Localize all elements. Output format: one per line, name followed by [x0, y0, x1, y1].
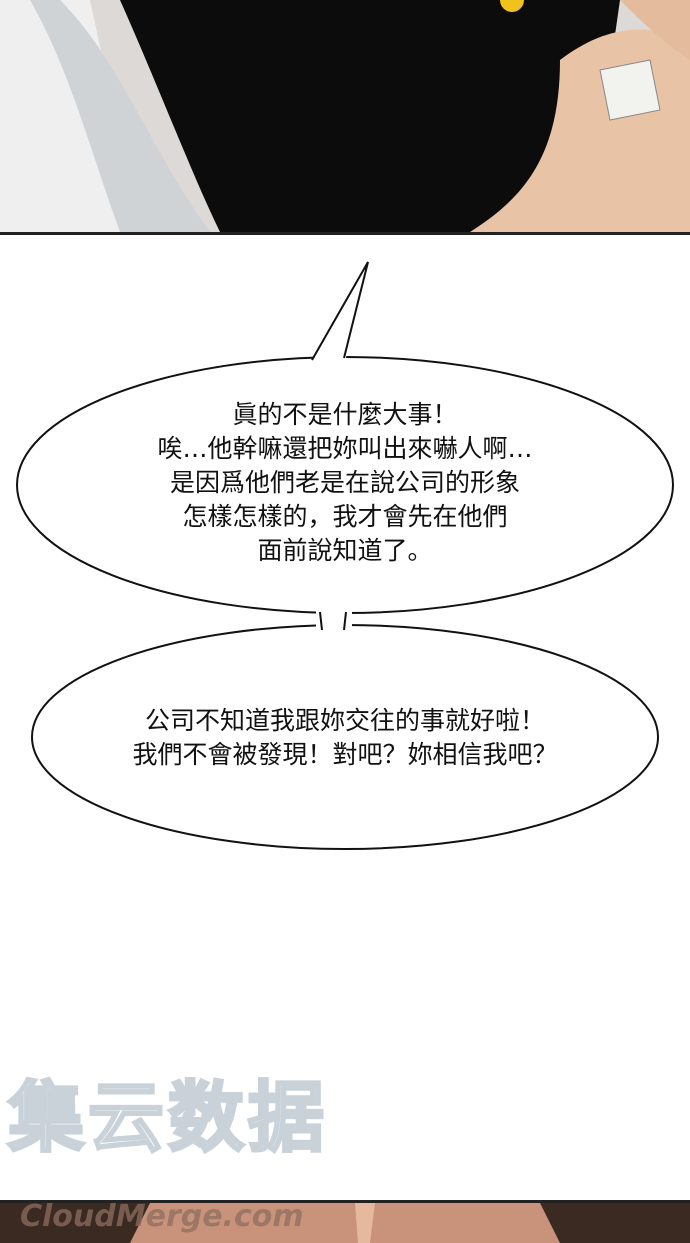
watermark-logo: 集云数据: [7, 1073, 328, 1162]
watermark-url: CloudMerge.com: [20, 1199, 304, 1234]
bottom-comic-panel: [0, 1200, 690, 1243]
dialogue-line: 怎樣怎樣的，我才會先在他們: [182, 502, 508, 531]
dialogue-line: 唉…他幹嘛還把妳叫出來嚇人啊…: [157, 434, 533, 463]
top-panel-artwork: [0, 0, 690, 232]
bottom-panel-artwork: [0, 1203, 690, 1243]
dialogue-line: 公司不知道我跟妳交往的事就好啦！: [144, 706, 545, 735]
top-comic-panel: [0, 0, 690, 235]
bubble-2-text: 公司不知道我跟妳交往的事就好啦！ 我們不會被發現！對吧？妳相信我吧？: [0, 704, 690, 772]
bubble-1-tail: [311, 261, 369, 361]
dialogue-line: 眞的不是什麼大事！: [232, 400, 458, 429]
dialogue-line: 面前說知道了。: [257, 536, 433, 565]
dialogue-line: 是因爲他們老是在說公司的形象: [169, 468, 520, 497]
bubble-connector: [319, 611, 347, 631]
bubble-1-text: 眞的不是什麼大事！ 唉…他幹嘛還把妳叫出來嚇人啊… 是因爲他們老是在說公司的形象…: [0, 398, 690, 568]
dialogue-line: 我們不會被發現！對吧？妳相信我吧？: [132, 740, 558, 769]
